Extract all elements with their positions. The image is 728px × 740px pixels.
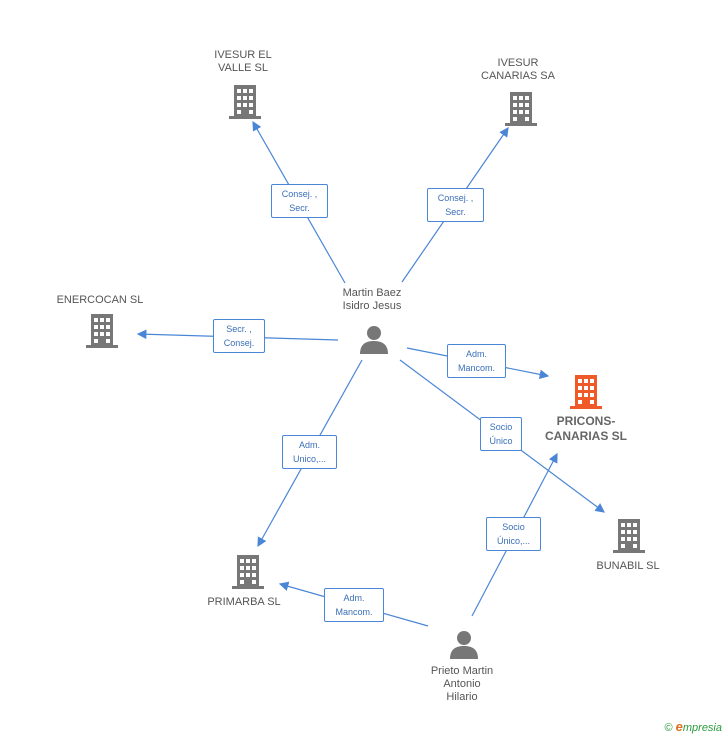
node-label: PRICONS- CANARIAS SL xyxy=(544,414,627,443)
node-enercocan[interactable]: ENERCOCAN SL xyxy=(50,294,150,307)
node-label: Martin Baez Isidro Jesus xyxy=(342,287,402,312)
node-label: ENERCOCAN SL xyxy=(56,294,144,306)
node-primarba[interactable]: PRIMARBA SL xyxy=(198,596,290,609)
relation-label-r4[interactable]: Adm. Mancom. xyxy=(447,344,506,378)
relation-label-r6[interactable]: Adm. Unico,... xyxy=(282,435,337,469)
node-bunabil[interactable]: BUNABIL SL xyxy=(585,560,671,573)
building-icon xyxy=(613,519,645,553)
copyright-icon: © xyxy=(664,722,673,734)
relation-label-r5[interactable]: Socio Único xyxy=(480,417,522,451)
person-icon xyxy=(450,631,478,659)
relation-label-r3[interactable]: Secr. , Consej. xyxy=(213,319,265,353)
building-focus-icon xyxy=(570,375,602,409)
node-prieto-martin[interactable]: Prieto Martin Antonio Hilario xyxy=(412,665,512,704)
node-martin-baez[interactable]: Martin Baez Isidro Jesus xyxy=(322,287,422,313)
node-label: IVESUR CANARIAS SA xyxy=(481,57,555,82)
node-label: BUNABIL SL xyxy=(596,560,660,572)
node-ivesur-el-valle[interactable]: IVESUR EL VALLE SL xyxy=(200,49,286,75)
relation-label-r8[interactable]: Adm. Mancom. xyxy=(324,588,384,622)
person-icon xyxy=(360,326,388,354)
building-icon xyxy=(232,555,264,589)
node-ivesur-canarias[interactable]: IVESUR CANARIAS SA xyxy=(470,57,566,83)
relation-label-r1[interactable]: Consej. , Secr. xyxy=(271,184,328,218)
node-pricons-canarias[interactable]: PRICONS- CANARIAS SL xyxy=(536,414,636,444)
node-label: IVESUR EL VALLE SL xyxy=(214,49,272,74)
node-label: Prieto Martin Antonio Hilario xyxy=(430,665,494,703)
relation-label-r7[interactable]: Socio Único,... xyxy=(486,517,541,551)
brand-footer: © empresia xyxy=(664,719,722,734)
node-label: PRIMARBA SL xyxy=(207,596,281,608)
brand-logo-e: e xyxy=(675,719,683,734)
relation-label-r2[interactable]: Consej. , Secr. xyxy=(427,188,484,222)
building-icon xyxy=(505,92,537,126)
brand-logo-text: mpresia xyxy=(682,722,722,734)
building-icon xyxy=(86,314,118,348)
building-icon xyxy=(229,85,261,119)
